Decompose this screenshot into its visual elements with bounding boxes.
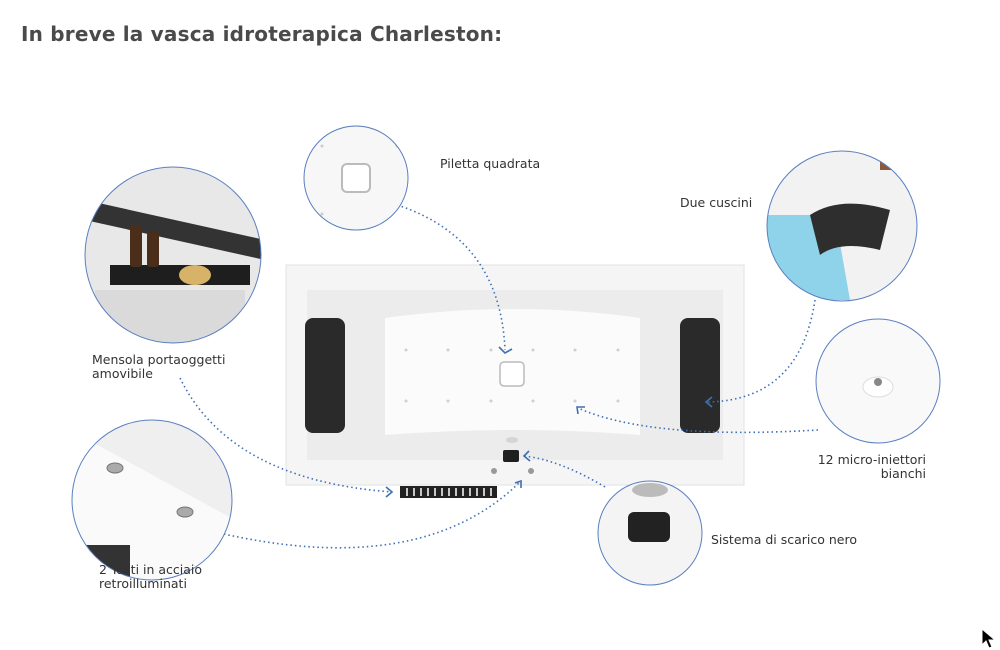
label-line: amovibile: [92, 366, 153, 381]
label-line: bianchi: [880, 466, 926, 481]
detail-circle-injector: [815, 318, 941, 444]
arrowheads: [385, 346, 713, 498]
label-sistema-scarico: Sistema di scarico nero: [711, 532, 857, 547]
label-line: 12 micro-iniettori: [817, 452, 926, 467]
cushion-right: [680, 318, 720, 433]
detail-circle-drain-system: [597, 480, 703, 586]
square-drain: [499, 361, 525, 387]
label-line: 2 Tasti in acciaio: [99, 562, 203, 577]
page-title: In breve la vasca idroterapica Charlesto…: [21, 22, 503, 46]
mouse-cursor-icon: [981, 628, 997, 649]
label-line: retroilluminati: [99, 576, 187, 591]
label-micro-iniettori: 12 micro-iniettori bianchi: [812, 453, 926, 481]
cushion-left: [305, 318, 345, 433]
black-drain-system: [503, 450, 519, 462]
label-piletta-quadrata: Piletta quadrata: [440, 156, 541, 171]
micro-injectors: [404, 348, 620, 403]
bathtub-top-view: [285, 264, 745, 498]
label-tasti: 2 Tasti in acciaio retroilluminati: [99, 563, 202, 591]
label-due-cuscini: Due cuscini: [680, 195, 753, 210]
detail-circle-buttons: [71, 419, 233, 581]
detail-circle-square-drain: [303, 125, 409, 231]
detail-circle-shelf: [84, 166, 262, 344]
detail-circle-cushions: [766, 150, 918, 302]
removable-shelf: [400, 486, 497, 498]
label-line: Mensola portaoggetti: [92, 352, 226, 367]
leader-lines: [179, 199, 819, 549]
label-mensola: Mensola portaoggetti amovibile: [92, 353, 225, 381]
